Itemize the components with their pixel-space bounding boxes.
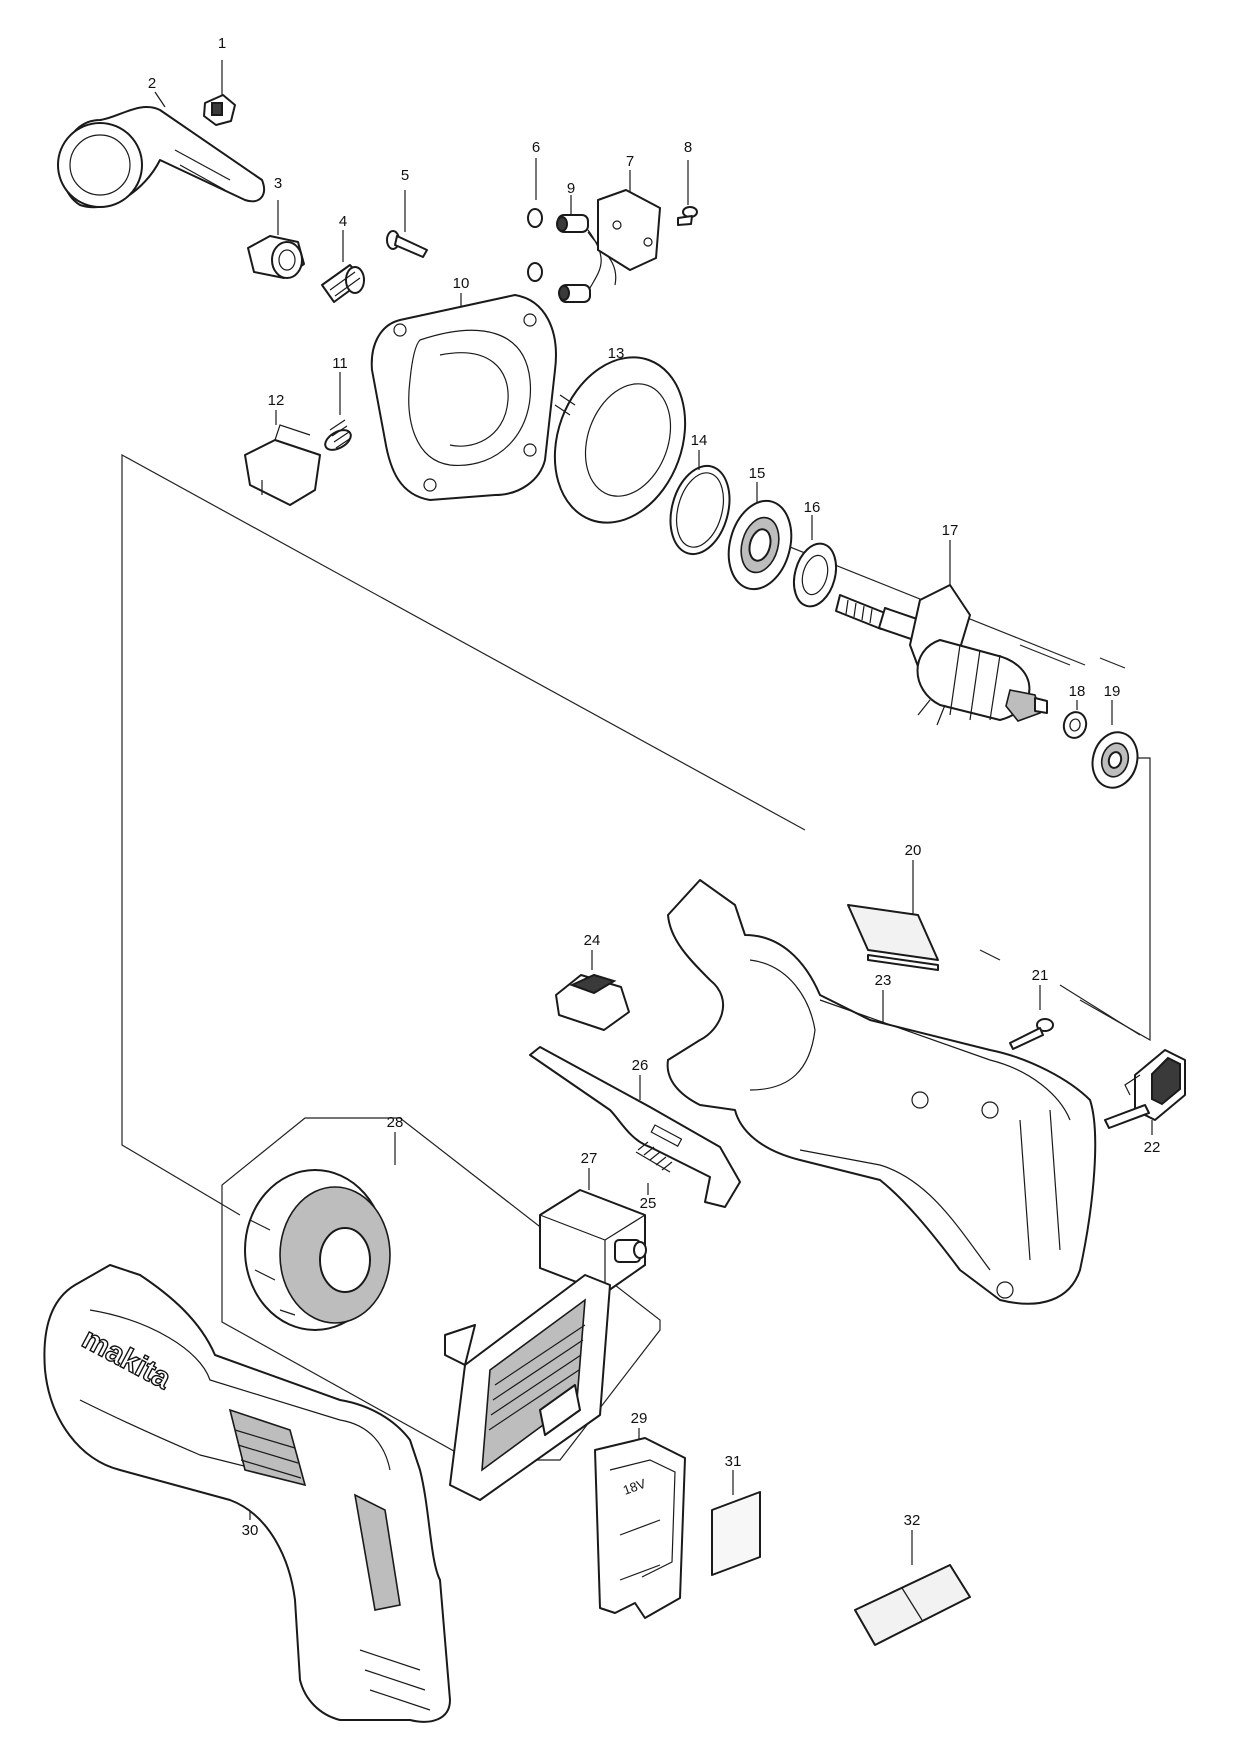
part-26-slide-bar: [529, 1046, 741, 1208]
part-13-brush-ring: [553, 356, 687, 524]
callout-17: 17: [942, 522, 959, 539]
part-15-bearing: [727, 482, 793, 591]
callout-19: 19: [1104, 683, 1121, 700]
callout-22: 22: [1144, 1139, 1161, 1156]
callout-20: 20: [905, 842, 922, 859]
callout-24: 24: [584, 932, 601, 949]
part-10-front-housing: [370, 293, 557, 501]
callout-31: 31: [725, 1453, 742, 1470]
callout-4: 4: [339, 213, 347, 230]
part-5-screw: [386, 190, 428, 258]
part-24-slide-knob: [555, 950, 630, 1031]
part-32-name-plate: [854, 1530, 971, 1646]
callout-21: 21: [1032, 967, 1049, 984]
part-17-armature: [835, 540, 1048, 726]
callout-5: 5: [401, 167, 409, 184]
part-19-bearing: [1091, 700, 1139, 789]
part-27-switch-box: [539, 1168, 647, 1294]
part-4-collet: [321, 230, 365, 303]
callout-6: 6: [532, 139, 540, 156]
callout-8: 8: [684, 139, 692, 156]
callout-25: 25: [640, 1195, 657, 1212]
part-28-controller: [244, 1132, 611, 1501]
callout-16: 16: [804, 499, 821, 516]
callout-14: 14: [691, 432, 708, 449]
callout-7: 7: [626, 153, 634, 170]
part-20-label: [847, 860, 939, 971]
callout-23: 23: [875, 972, 892, 989]
callout-29: 29: [631, 1410, 648, 1427]
callout-numbers: 1 2 3 4 5 6 7 8 9 10 11 12 13 14 15 16 1…: [148, 35, 1161, 1539]
callout-1: 1: [218, 35, 226, 52]
part-16-washer: [792, 515, 838, 608]
part-8-screw: [677, 160, 698, 226]
callout-11: 11: [332, 355, 348, 372]
part-31-label: [711, 1470, 761, 1576]
callout-12: 12: [268, 392, 285, 409]
callout-27: 27: [581, 1150, 598, 1167]
part-1-knob: [203, 60, 236, 126]
part-2-bracket: [57, 91, 265, 209]
part-7-plate: [597, 170, 661, 271]
callout-3: 3: [274, 175, 282, 192]
callout-2: 2: [148, 75, 156, 92]
part-29-terminal-block: 18V: [594, 1428, 686, 1619]
part-12-button: [244, 410, 321, 506]
part-23-housing: [666, 879, 1097, 1305]
part-3-nut: [247, 200, 305, 279]
callout-15: 15: [749, 465, 766, 482]
callout-28: 28: [387, 1114, 404, 1131]
callout-32: 32: [904, 1512, 921, 1529]
callout-10: 10: [453, 275, 470, 292]
part-9-brush-holder: [556, 195, 617, 303]
part-21-screw: [1009, 985, 1054, 1050]
callout-30: 30: [242, 1522, 259, 1539]
part-14-ring: [669, 450, 731, 556]
part-18-washer: [1062, 700, 1088, 739]
callout-26: 26: [632, 1057, 649, 1074]
callout-18: 18: [1069, 683, 1086, 700]
part-11-spring: [324, 372, 352, 451]
part-22-switch: [1104, 1049, 1186, 1135]
part-25-spring: [635, 1141, 673, 1195]
callout-9: 9: [567, 180, 575, 197]
part-6-o-rings: [527, 158, 543, 282]
part-30-main-housing: makita: [43, 1264, 451, 1723]
callout-13: 13: [608, 345, 625, 362]
